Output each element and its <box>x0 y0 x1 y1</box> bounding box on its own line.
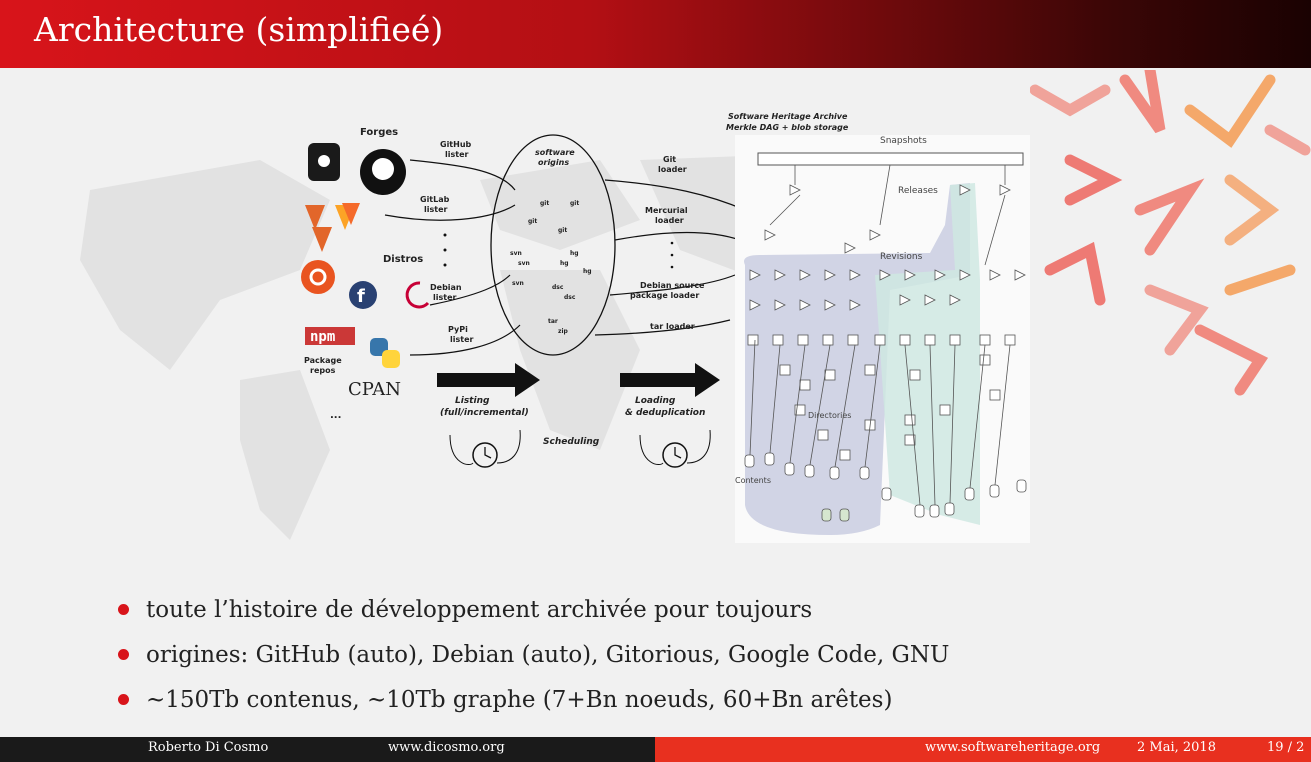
footer-author-site: www.dicosmo.org <box>388 740 505 755</box>
architecture-diagram: Forges GitHub lister GitLab lister Distr… <box>301 112 1030 543</box>
snapshots-bar <box>757 152 1024 166</box>
bullet-item: toute l’histoire de développement archiv… <box>118 590 949 635</box>
origin-nodes: git git git git svn svn hg hg hg svn dsc… <box>510 200 592 335</box>
footer-author: Roberto Di Cosmo <box>148 740 269 755</box>
cpan-label: CPAN <box>348 379 401 400</box>
svg-text:tar: tar <box>548 318 558 325</box>
stopwatch-icon <box>449 429 521 468</box>
gitlab-lister-line1: GitLab <box>420 195 450 204</box>
ellipsis-label: ... <box>330 410 341 421</box>
git-loader-line2: loader <box>658 165 687 174</box>
python-icon <box>370 338 400 368</box>
svg-text:zip: zip <box>558 328 569 335</box>
bullet-list: toute l’histoire de développement archiv… <box>118 590 949 725</box>
debian-lister-line1: Debian <box>430 283 462 292</box>
footer-project-site: www.softwareheritage.org <box>925 740 1101 755</box>
revisions-label: Revisions <box>880 252 923 262</box>
forges-label: Forges <box>360 127 398 138</box>
bullet-dot <box>118 694 129 705</box>
svg-text:hg: hg <box>570 250 579 257</box>
npm-icon: npm <box>305 327 355 345</box>
svg-text:hg: hg <box>583 268 592 275</box>
footer-left: Roberto Di Cosmo www.dicosmo.org <box>0 737 655 762</box>
bitbucket-icon <box>308 143 340 181</box>
slide-title: Architecture (simplifieé) <box>34 10 444 49</box>
footer-right: www.softwareheritage.org 2 Mai, 2018 19 … <box>655 737 1311 762</box>
svg-text:hg: hg <box>560 260 569 267</box>
scheduling-label: Scheduling <box>543 437 600 447</box>
title-bar: Architecture (simplifieé) <box>0 0 1311 68</box>
footer-page-number: 19 / 2 <box>1267 740 1305 755</box>
github-icon <box>360 149 406 195</box>
releases-label: Releases <box>898 186 938 196</box>
gitlab-lister-line2: lister <box>424 205 447 214</box>
loading-sublabel: & deduplication <box>625 408 705 418</box>
package-repos-line1: Package <box>304 356 342 365</box>
distros-label: Distros <box>383 254 423 265</box>
footer-date: 2 Mai, 2018 <box>1137 740 1216 755</box>
svg-text:git: git <box>540 200 549 207</box>
svg-text:npm: npm <box>310 329 335 345</box>
svg-text:git: git <box>528 218 537 225</box>
svg-text:svn: svn <box>518 260 530 267</box>
merkle-dag-nodes <box>744 164 1027 522</box>
svg-text:dsc: dsc <box>564 294 576 301</box>
loading-arrow <box>620 363 720 397</box>
github-lister-line2: lister <box>445 150 468 159</box>
github-lister-line1: GitHub <box>440 140 472 149</box>
listing-sublabel: (full/incremental) <box>440 408 529 418</box>
footer: Roberto Di Cosmo www.dicosmo.org www.sof… <box>0 737 1311 762</box>
mercurial-loader-line2: loader <box>655 216 684 225</box>
pypi-lister-line1: PyPi <box>448 325 468 334</box>
mercurial-loader-line1: Mercurial <box>645 206 688 215</box>
release-region <box>875 183 980 525</box>
archive-title-line1: Software Heritage Archive <box>728 112 848 121</box>
directories-label: Directories <box>808 411 851 420</box>
stopwatch-icon-2 <box>639 429 711 468</box>
loading-label: Loading <box>635 396 676 406</box>
bullet-dot <box>118 649 129 660</box>
gitlab-icon <box>305 203 360 252</box>
snapshots-label: Snapshots <box>880 136 927 146</box>
ubuntu-icon <box>301 260 335 294</box>
software-origins-line1: software <box>535 148 575 157</box>
decorative-chevrons <box>1030 70 1311 396</box>
pypi-lister-line2: lister <box>450 335 473 344</box>
svg-text:git: git <box>558 227 567 234</box>
svg-text:f: f <box>357 286 365 307</box>
listing-label: Listing <box>455 396 490 406</box>
software-origins-line2: origins <box>538 158 569 167</box>
software-origins-ellipse <box>490 134 616 356</box>
bullet-item: ~150Tb contenus, ~10Tb graphe (7+Bn noeu… <box>118 680 949 725</box>
archive-title-line2: Merkle DAG + blob storage <box>726 123 849 132</box>
fedora-icon: f <box>349 281 377 309</box>
svg-text:dsc: dsc <box>552 284 564 291</box>
tar-loader-label: tar loader <box>650 322 695 331</box>
contents-label: Contents <box>735 476 771 485</box>
listing-arrow <box>437 363 540 397</box>
debian-loader-line1: Debian source <box>640 281 705 290</box>
svg-text:svn: svn <box>510 250 522 257</box>
package-repos-line2: repos <box>310 366 336 375</box>
svg-text:svn: svn <box>512 280 524 287</box>
debian-icon <box>405 281 430 309</box>
bullet-dot <box>118 604 129 615</box>
bullet-item: origines: GitHub (auto), Debian (auto), … <box>118 635 949 680</box>
svg-text:git: git <box>570 200 579 207</box>
git-loader-line1: Git <box>663 155 676 164</box>
debian-lister-line2: lister <box>433 293 456 302</box>
debian-loader-line2: package loader <box>630 291 699 300</box>
